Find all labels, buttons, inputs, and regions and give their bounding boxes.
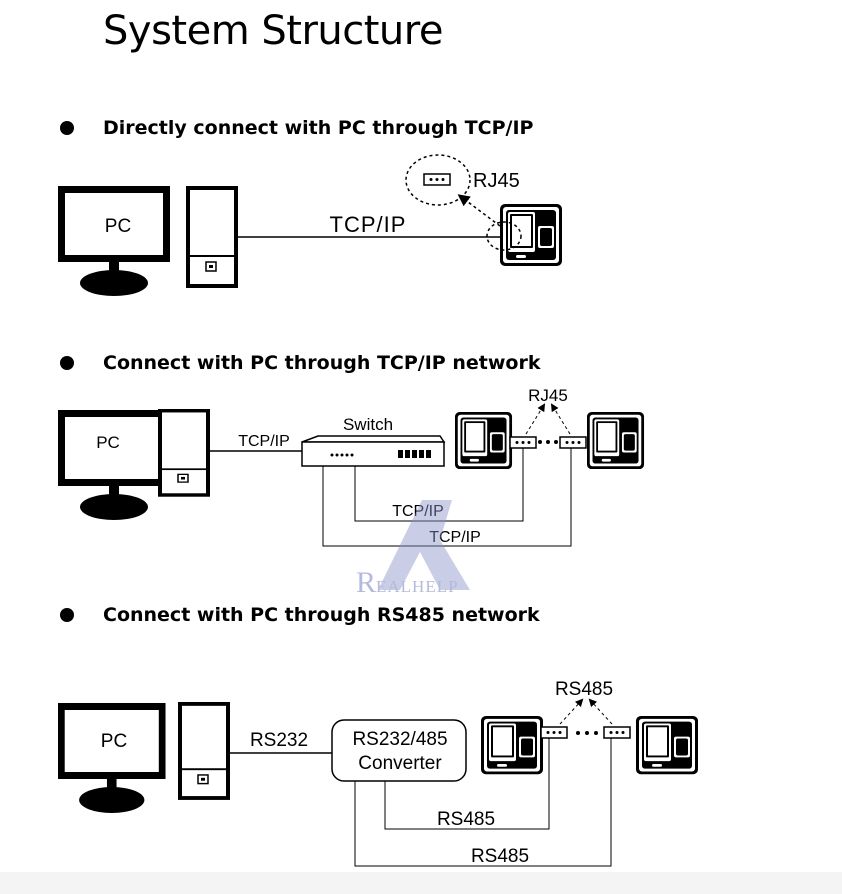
- converter-box: [331, 719, 467, 782]
- monitor-icon: [58, 186, 170, 296]
- pc-label: PC: [96, 433, 120, 452]
- rj45-pointer-arrow: [550, 403, 571, 435]
- switch-label: Switch: [343, 415, 393, 434]
- tcpip-line-1: [354, 448, 524, 522]
- section-heading-text: Directly connect with PC through TCP/IP: [103, 117, 534, 139]
- tcpip-link-label: TCP/IP: [330, 212, 407, 237]
- rs485-line-2-label: RS485: [471, 846, 529, 867]
- port-highlight-icon: [486, 221, 522, 251]
- diagram-direct: PC TCP/IP RJ45: [58, 154, 562, 296]
- section-heading-text: Connect with PC through TCP/IP network: [103, 352, 541, 374]
- fingerprint-terminal-icon: [500, 204, 562, 266]
- fingerprint-terminal-icon: [481, 716, 543, 775]
- rs485-pointer-arrow: [559, 698, 584, 725]
- tcpip-line-1-label: TCP/IP: [392, 503, 444, 520]
- fingerprint-terminal-icon: [455, 412, 513, 470]
- section-heading-network: Connect with PC through TCP/IP network: [60, 352, 540, 374]
- rs485-line-2: [354, 738, 612, 867]
- rj45-pointer-arrow: [525, 403, 546, 435]
- fingerprint-terminal-icon: [587, 412, 645, 470]
- bullet-icon: [60, 121, 74, 135]
- rj45-connector-icon: [423, 173, 451, 186]
- zoom-arrow-icon: [457, 194, 501, 227]
- rj45-connector-icon: [509, 436, 537, 449]
- rs485-line-1: [384, 738, 550, 830]
- watermark-letter: R: [356, 566, 376, 599]
- rj45-label: RJ45: [528, 386, 568, 405]
- rj45-zoom-circle: [405, 154, 471, 206]
- network-switch-icon: [301, 435, 446, 467]
- rs485-line-1-label: RS485: [437, 809, 495, 830]
- tcpip-line-2-label: TCP/IP: [429, 529, 481, 546]
- pc-tower-icon: [177, 701, 231, 801]
- rs485-pointer-arrow: [588, 698, 613, 725]
- fingerprint-terminal-icon: [636, 716, 698, 775]
- converter-label-line2: Converter: [358, 753, 442, 774]
- tcpip-link-label: TCP/IP: [238, 433, 290, 450]
- pc-tower-icon: [185, 185, 239, 289]
- monitor-icon: [58, 703, 166, 813]
- converter-label-line1: RS232/485: [352, 729, 447, 750]
- watermark-text: EALHELP: [376, 577, 459, 596]
- rj45-label: RJ45: [473, 170, 520, 192]
- bottom-edge-strip: [0, 872, 842, 894]
- pc-label: PC: [101, 731, 127, 752]
- section-heading-direct: Directly connect with PC through TCP/IP: [60, 117, 533, 139]
- tcpip-line-2: [322, 448, 572, 547]
- monitor-icon: [58, 410, 170, 520]
- page-title: System Structure: [103, 8, 443, 54]
- rs485-connector-icon: [540, 726, 568, 739]
- rs485-connector-icon: [603, 726, 631, 739]
- watermark-logo-icon: [378, 500, 470, 590]
- diagram-network: PC TCP/IP Switch RJ45 TCP/IP TCP/IP: [58, 386, 645, 547]
- rs232-link-label: RS232: [250, 730, 308, 751]
- pc-label: PC: [105, 216, 131, 237]
- bullet-icon: [60, 356, 74, 370]
- pc-tower-icon: [157, 408, 211, 498]
- diagram-rs485: PC RS232 RS232/485 Converter RS485 RS485…: [58, 679, 698, 867]
- section-heading-text: Connect with PC through RS485 network: [103, 604, 540, 626]
- rj45-connector-icon: [559, 436, 587, 449]
- realhelp-watermark: R EALHELP: [356, 500, 470, 599]
- bullet-icon: [60, 608, 74, 622]
- rs485-label: RS485: [555, 679, 613, 700]
- section-heading-rs485: Connect with PC through RS485 network: [60, 604, 540, 626]
